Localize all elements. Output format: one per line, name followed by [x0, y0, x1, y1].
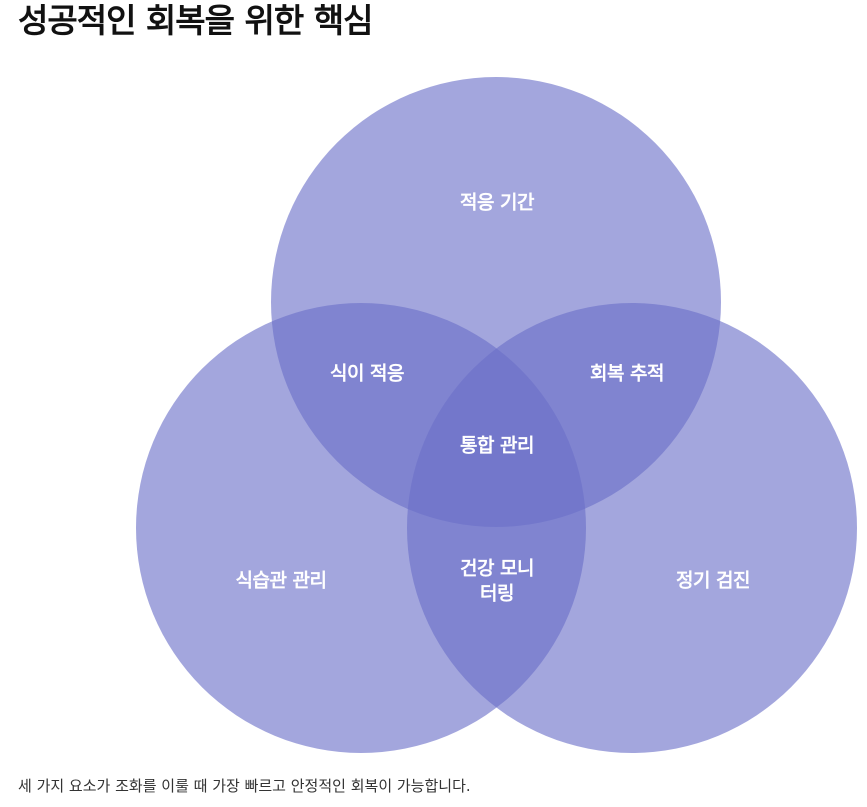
caption: 세 가지 요소가 조화를 이룰 때 가장 빠르고 안정적인 회복이 가능합니다.	[18, 777, 471, 795]
label-left-right-overlap-line2: 터링	[480, 583, 514, 605]
page-title: 성공적인 회복을 위한 핵심	[18, 1, 373, 40]
label-right: 정기 검진	[676, 570, 750, 592]
circle-right	[407, 303, 857, 753]
label-left: 식습관 관리	[235, 570, 326, 592]
label-top: 적응 기간	[460, 192, 535, 214]
label-top-left-overlap: 식이 적응	[330, 363, 404, 385]
label-left-right-overlap-line1: 건강 모니	[460, 558, 534, 580]
label-center-overlap: 통합 관리	[460, 435, 534, 457]
label-top-right-overlap: 회복 추적	[590, 363, 664, 385]
